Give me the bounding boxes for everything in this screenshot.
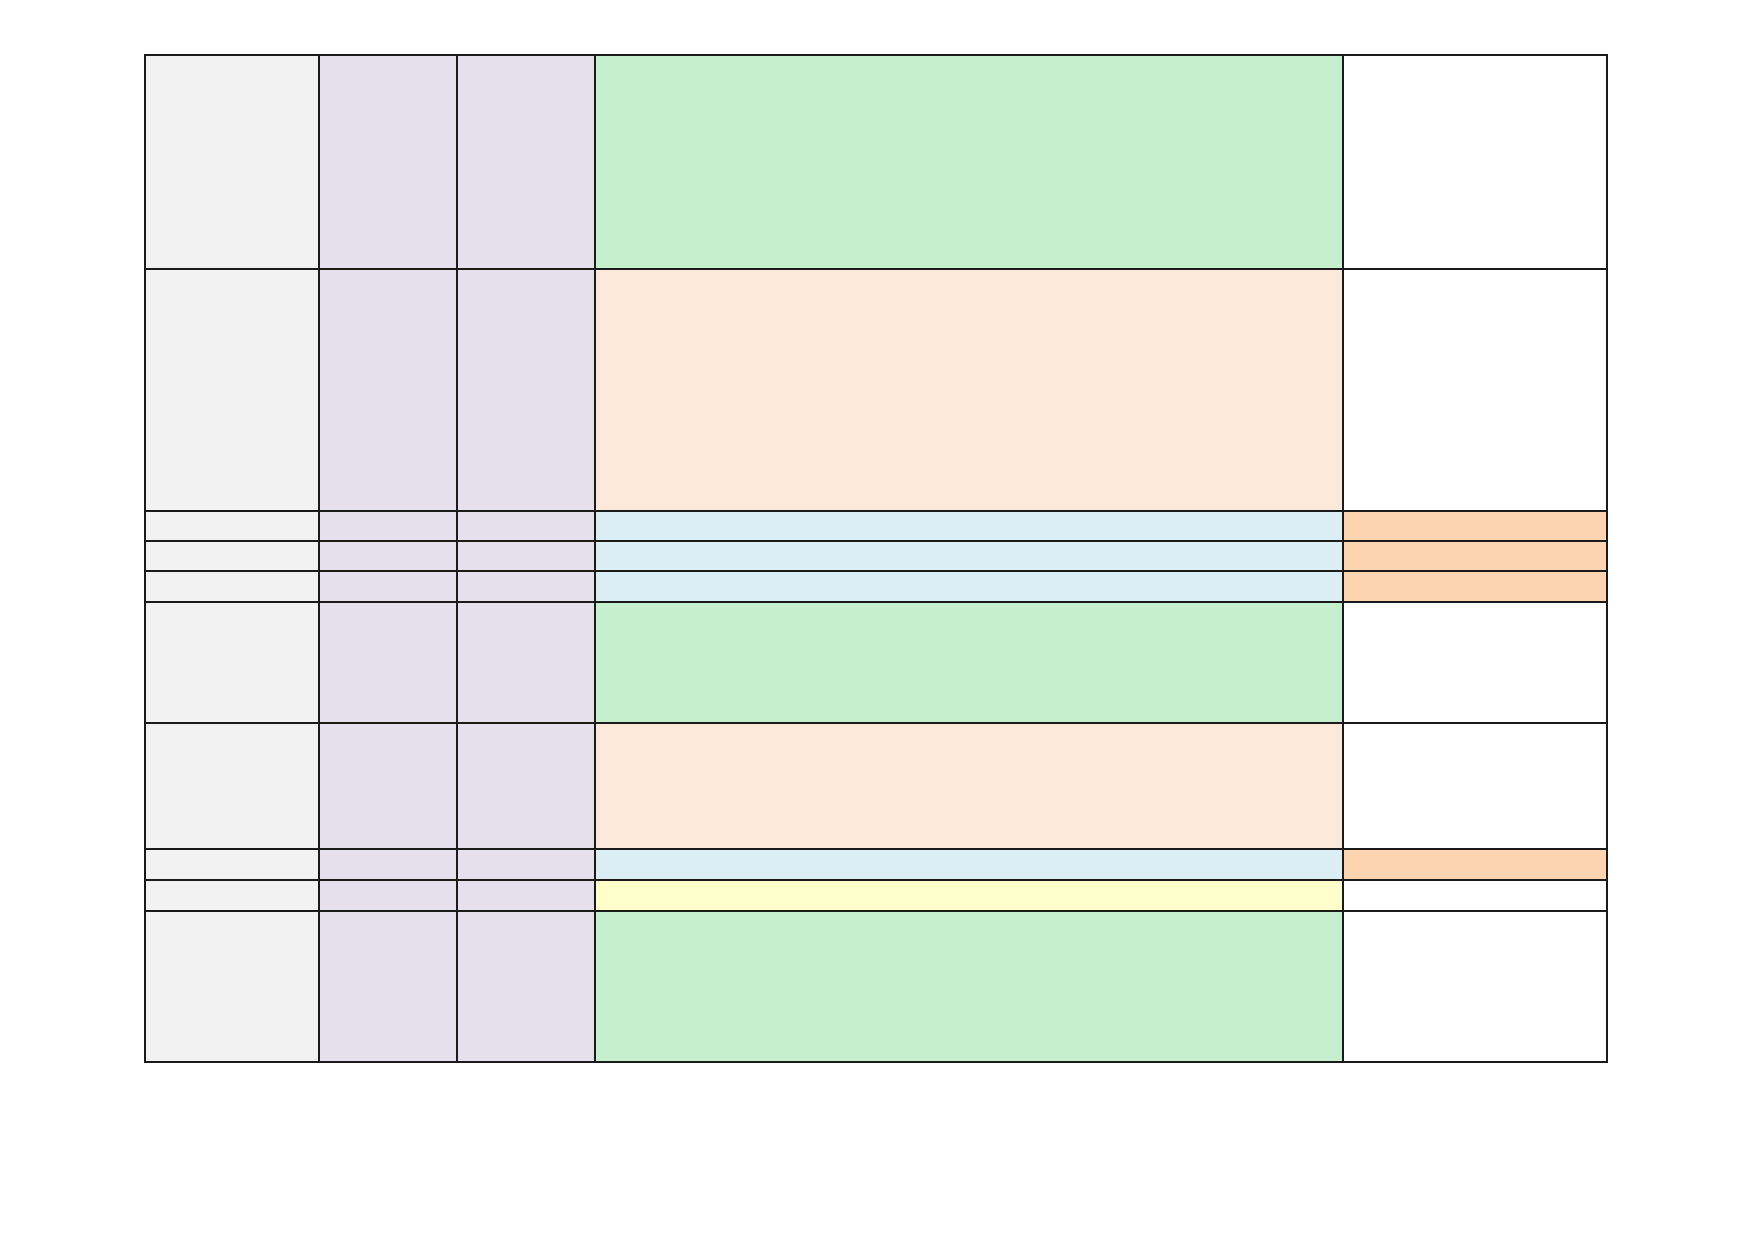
table-cell-r2-c1[interactable]	[144, 268, 320, 512]
table-cell-r1-c3[interactable]	[456, 54, 596, 270]
table-cell-r8-c4[interactable]	[594, 848, 1344, 881]
table-cell-r7-c5[interactable]	[1342, 722, 1608, 850]
table-cell-r3-c1[interactable]	[144, 510, 320, 542]
table-cell-r7-c1[interactable]	[144, 722, 320, 850]
table-cell-r10-c4[interactable]	[594, 910, 1344, 1063]
table-cell-r3-c2[interactable]	[318, 510, 458, 542]
table-cell-r8-c2[interactable]	[318, 848, 458, 881]
table-cell-r5-c3[interactable]	[456, 570, 596, 603]
table-cell-r7-c2[interactable]	[318, 722, 458, 850]
table-cell-r1-c5[interactable]	[1342, 54, 1608, 270]
table-cell-r6-c1[interactable]	[144, 601, 320, 724]
table-cell-r8-c5[interactable]	[1342, 848, 1608, 881]
table-cell-r4-c1[interactable]	[144, 540, 320, 572]
table-cell-r5-c2[interactable]	[318, 570, 458, 603]
table-cell-r2-c2[interactable]	[318, 268, 458, 512]
table-cell-r9-c5[interactable]	[1342, 879, 1608, 912]
table-cell-r7-c4[interactable]	[594, 722, 1344, 850]
table-cell-r9-c1[interactable]	[144, 879, 320, 912]
table-cell-r6-c5[interactable]	[1342, 601, 1608, 724]
table-cell-r5-c5[interactable]	[1342, 570, 1608, 603]
table-cell-r3-c4[interactable]	[594, 510, 1344, 542]
table-cell-r10-c3[interactable]	[456, 910, 596, 1063]
table-cell-r6-c4[interactable]	[594, 601, 1344, 724]
table-cell-r3-c5[interactable]	[1342, 510, 1608, 542]
table-cell-r10-c5[interactable]	[1342, 910, 1608, 1063]
table-cell-r8-c3[interactable]	[456, 848, 596, 881]
table-cell-r6-c3[interactable]	[456, 601, 596, 724]
table-cell-r1-c4[interactable]	[594, 54, 1344, 270]
table-cell-r9-c2[interactable]	[318, 879, 458, 912]
table-cell-r9-c3[interactable]	[456, 879, 596, 912]
table-cell-r3-c3[interactable]	[456, 510, 596, 542]
table-cell-r10-c2[interactable]	[318, 910, 458, 1063]
table-cell-r4-c2[interactable]	[318, 540, 458, 572]
table-cell-r8-c1[interactable]	[144, 848, 320, 881]
table-cell-r2-c5[interactable]	[1342, 268, 1608, 512]
table-cell-r10-c1[interactable]	[144, 910, 320, 1063]
table-cell-r9-c4[interactable]	[594, 879, 1344, 912]
table-cell-r2-c3[interactable]	[456, 268, 596, 512]
table-cell-r4-c3[interactable]	[456, 540, 596, 572]
table-cell-r5-c4[interactable]	[594, 570, 1344, 603]
table-cell-r1-c1[interactable]	[144, 54, 320, 270]
table-cell-r4-c5[interactable]	[1342, 540, 1608, 572]
table-cell-r5-c1[interactable]	[144, 570, 320, 603]
table-cell-r4-c4[interactable]	[594, 540, 1344, 572]
table-cell-r6-c2[interactable]	[318, 601, 458, 724]
table-cell-r7-c3[interactable]	[456, 722, 596, 850]
table-cell-r2-c4[interactable]	[594, 268, 1344, 512]
table-cell-r1-c2[interactable]	[318, 54, 458, 270]
